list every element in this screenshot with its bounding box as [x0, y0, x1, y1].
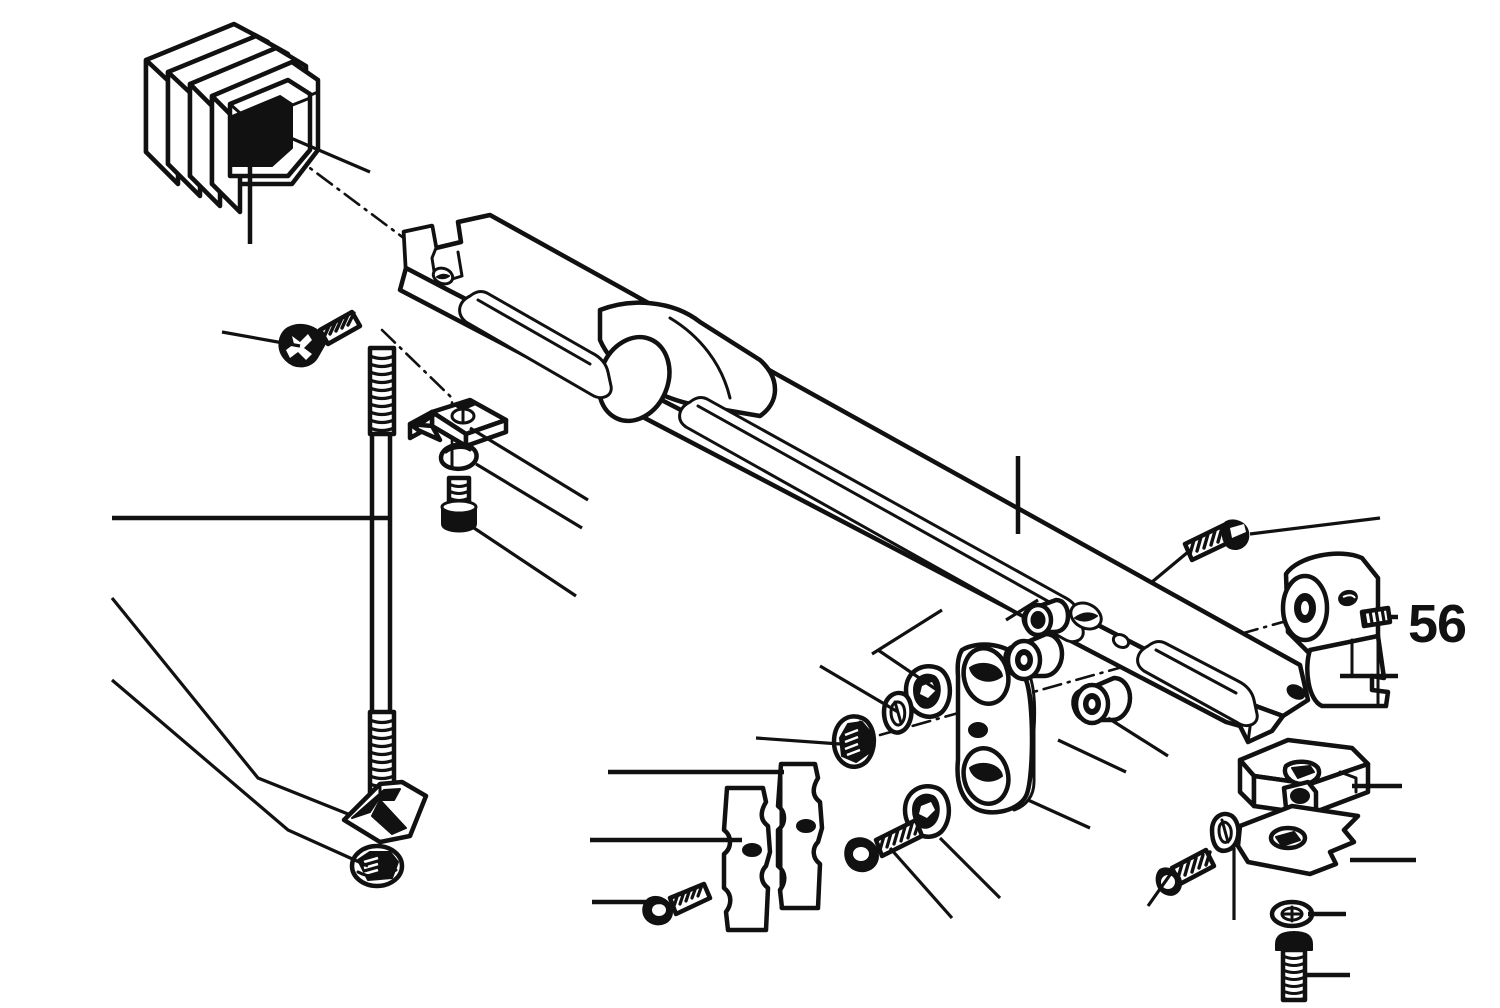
threaded-rod: [367, 345, 397, 803]
leader-lock-washer-small: [475, 462, 583, 530]
leader-spring-clip-nut: [469, 426, 589, 502]
bushing-spacer-c: [1021, 597, 1071, 638]
hex-head-screw-upper: [1182, 519, 1250, 563]
leader-bushing-a: [1005, 598, 1039, 622]
notched-plate-front: [721, 762, 783, 933]
leader-pan-head-screw: [221, 330, 301, 348]
main-support-arm: [397, 212, 1311, 745]
leader-shim-stack-2: [271, 128, 371, 174]
leader-stud-screw: [461, 518, 577, 598]
shim-stack: [143, 21, 321, 215]
link-plate: [955, 642, 1037, 815]
leader-v-bracket: [110, 596, 349, 816]
round-head-screw: [1275, 931, 1313, 1003]
flat-washer: [881, 690, 914, 735]
socket-bolt-left: [642, 881, 713, 926]
notched-plate-rear: [775, 761, 825, 911]
leader-hex-head-screw-lower: [1146, 871, 1174, 907]
leader-link-plate-2: [1027, 798, 1091, 830]
socket-bolt-center: [844, 817, 925, 873]
v-bracket: [341, 779, 429, 845]
leader-main-arm-2: [871, 608, 943, 656]
lock-washer-small: [438, 442, 479, 471]
leader-flange-nut: [110, 678, 369, 868]
leader-bushing-b: [1107, 716, 1169, 758]
callout-number-56: 56: [1408, 594, 1467, 654]
bearing-block: [1280, 551, 1393, 709]
hex-lock-nut: [831, 714, 876, 769]
bushing-spacer-a: [1003, 631, 1065, 682]
flange-nut: [349, 843, 405, 889]
hex-head-screw-lower: [1155, 847, 1217, 896]
ball-bearing-upper: [903, 664, 952, 719]
lock-washer-br-left: [1209, 811, 1241, 854]
leader-flat-washer: [819, 664, 899, 714]
spring-clip-nut: [407, 397, 509, 449]
leader-ball-bearing-upper: [877, 648, 941, 694]
leader-hex-head-screw-upper-2: [1150, 550, 1190, 584]
leader-hex-lock-nut: [755, 736, 841, 746]
pan-head-screw: [278, 309, 363, 368]
leader-hex-head-screw-upper: [1249, 516, 1381, 536]
leader-link-plate: [1057, 738, 1127, 774]
leader-ball-bearing-lower: [938, 836, 1002, 900]
leader-socket-bolt-center: [888, 846, 954, 920]
lock-washer-br-bottom: [1269, 899, 1315, 929]
flat-bracket: [1235, 803, 1361, 877]
stud-screw: [440, 475, 478, 533]
bushing-spacer-b: [1071, 675, 1133, 726]
